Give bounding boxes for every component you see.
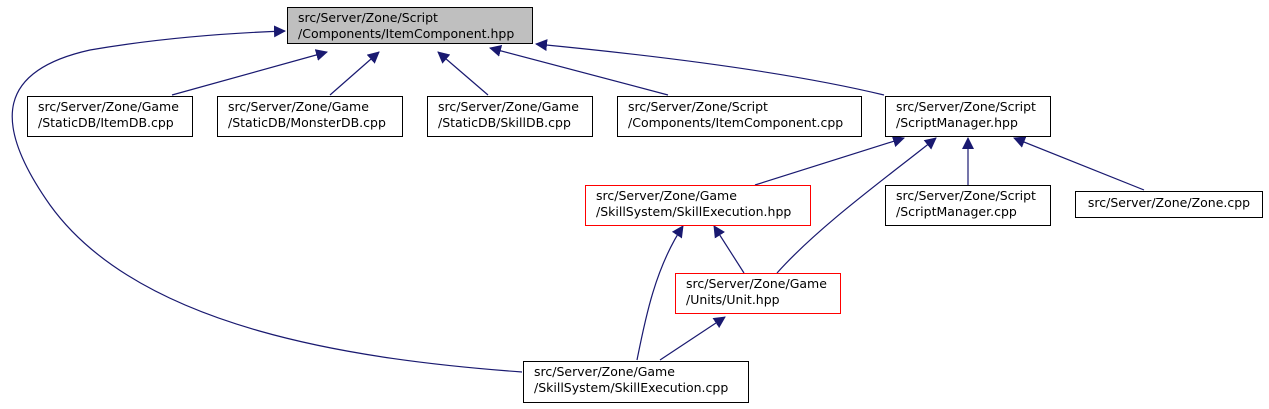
edge-itemcomponent-cpp-to-itemcomponent [489,45,669,96]
node-unit-hpp[interactable]: src/Server/Zone/Game /Units/Unit.hpp [675,273,841,314]
node-itemcomponent-cpp-line2: /Components/ItemComponent.cpp [628,115,844,130]
node-skilldb-cpp-line1: src/Server/Zone/Game [438,99,579,114]
edge-skillexecution-cpp-to-itemcomponent [11,25,523,373]
node-scriptmanager-hpp-line2: /ScriptManager.hpp [896,115,1018,130]
node-itemdb-cpp[interactable]: src/Server/Zone/Game /StaticDB/ItemDB.cp… [27,96,193,137]
edge-unit-hpp-to-scriptmanager-hpp [776,137,937,274]
node-skillexecution-hpp-line2: /SkillSystem/SkillExecution.hpp [596,204,792,219]
edge-itemdb-to-itemcomponent [171,49,328,96]
edge-unit-hpp-to-skillexecution-hpp [713,225,745,274]
edge-skilldb-to-itemcomponent [437,51,489,96]
node-itemcomponent-hpp: src/Server/Zone/Script /Components/ItemC… [287,7,533,44]
node-unit-hpp-line1: src/Server/Zone/Game [686,276,827,291]
node-monsterdb-cpp[interactable]: src/Server/Zone/Game /StaticDB/MonsterDB… [217,96,403,137]
node-zone-cpp[interactable]: src/Server/Zone/Zone.cpp [1075,191,1263,218]
node-monsterdb-cpp-line1: src/Server/Zone/Game [228,99,369,114]
edge-zone-cpp-to-scriptmanager-hpp [1013,136,1145,191]
node-skillexecution-cpp[interactable]: src/Server/Zone/Game /SkillSystem/SkillE… [523,361,749,403]
node-scriptmanager-hpp[interactable]: src/Server/Zone/Script /ScriptManager.hp… [885,96,1051,137]
node-skilldb-cpp[interactable]: src/Server/Zone/Game /StaticDB/SkillDB.c… [427,96,593,137]
node-scriptmanager-cpp-line2: /ScriptManager.cpp [896,204,1017,219]
node-itemdb-cpp-line2: /StaticDB/ItemDB.cpp [38,115,174,130]
node-skilldb-cpp-line2: /StaticDB/SkillDB.cpp [438,115,571,130]
edge-skillexecution-cpp-to-skillexecution-hpp [636,225,684,361]
edge-skillexecution-cpp-to-unit-hpp [659,316,726,361]
edge-scriptmanager-hpp-to-itemcomponent [535,39,885,96]
node-skillexecution-hpp[interactable]: src/Server/Zone/Game /SkillSystem/SkillE… [585,185,811,226]
edge-monsterdb-to-itemcomponent [329,51,380,96]
node-skillexecution-cpp-line2: /SkillSystem/SkillExecution.cpp [534,380,729,395]
node-unit-hpp-line2: /Units/Unit.hpp [686,292,780,307]
node-itemcomponent-cpp[interactable]: src/Server/Zone/Script /Components/ItemC… [617,96,862,137]
edge-skillexecution-hpp-to-scriptmanager-hpp [754,135,905,186]
node-scriptmanager-hpp-line1: src/Server/Zone/Script [896,99,1036,114]
node-monsterdb-cpp-line2: /StaticDB/MonsterDB.cpp [228,115,386,130]
node-skillexecution-cpp-line1: src/Server/Zone/Game [534,364,675,379]
node-scriptmanager-cpp[interactable]: src/Server/Zone/Script /ScriptManager.cp… [885,185,1051,226]
node-itemcomponent-hpp-line2: /Components/ItemComponent.hpp [298,26,515,41]
node-zone-cpp-line1: src/Server/Zone/Zone.cpp [1087,195,1251,210]
node-itemcomponent-hpp-line1: src/Server/Zone/Script [298,10,438,25]
node-scriptmanager-cpp-line1: src/Server/Zone/Script [896,188,1036,203]
node-itemcomponent-cpp-line1: src/Server/Zone/Script [628,99,768,114]
node-skillexecution-hpp-line1: src/Server/Zone/Game [596,188,737,203]
node-itemdb-cpp-line1: src/Server/Zone/Game [38,99,179,114]
